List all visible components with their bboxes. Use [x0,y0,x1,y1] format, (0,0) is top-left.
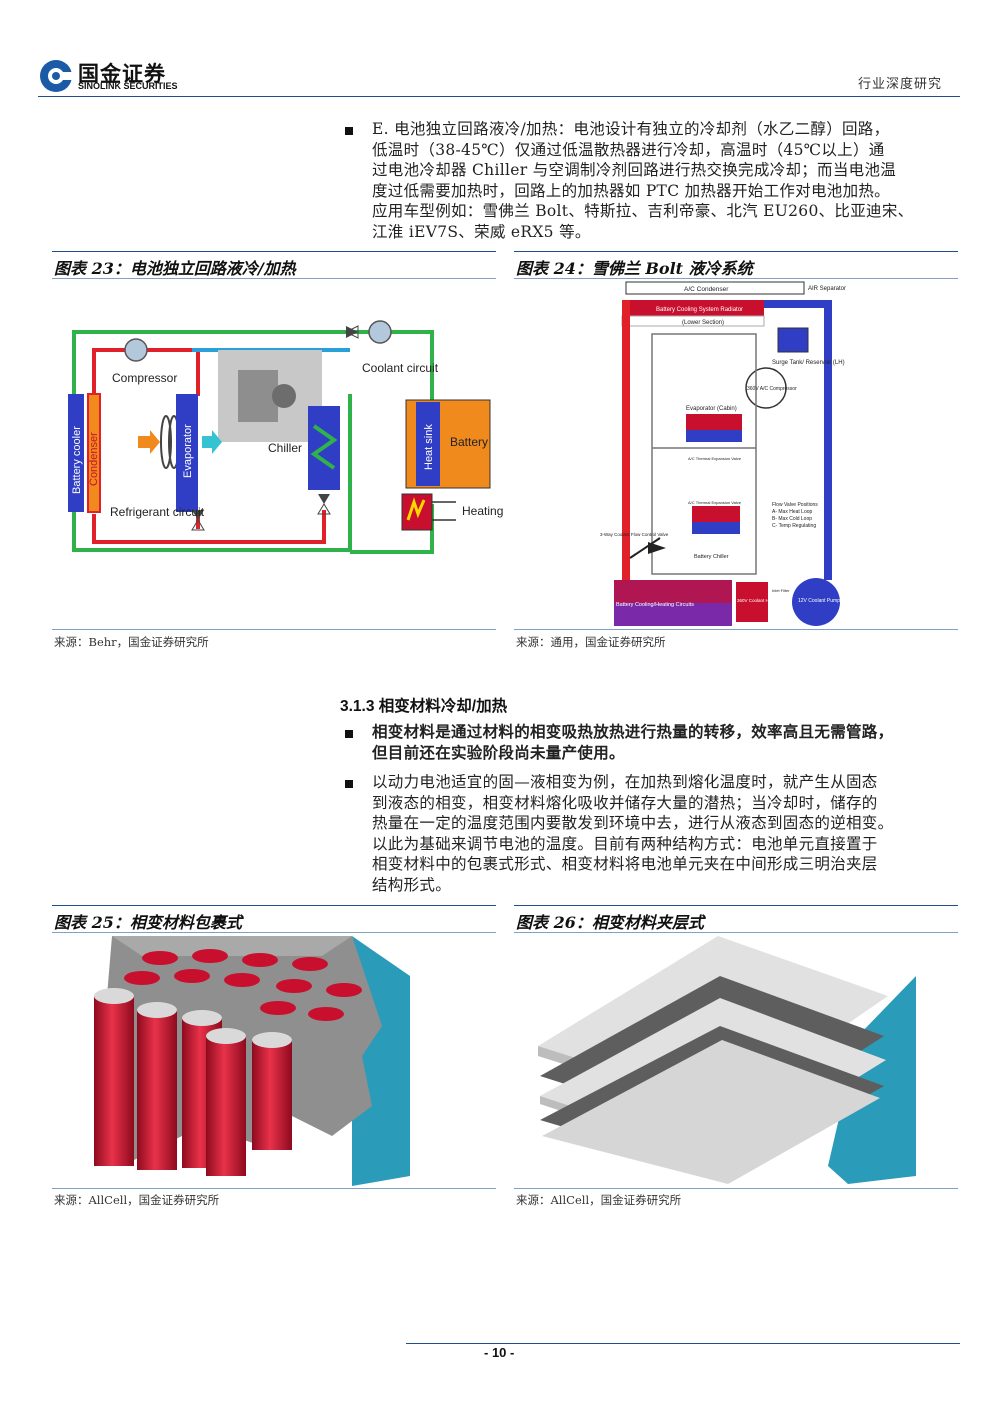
fig23-title-rule [52,278,496,279]
text-line: 以动力电池适宜的固—液相变为例，在加热到熔化温度时，就产生从固态 [372,773,878,791]
fig23-diagram: Compressor Coolant circuit Battery coole… [68,320,503,554]
fig24-title: 图表 24：雪佛兰 Bolt 液冷系统 [516,259,753,278]
header: 国金证券 SINOLINK SECURITIES 行业深度研究 [0,0,1000,100]
fig26-image [538,936,916,1184]
fig23-title: 图表 23：电池独立回路液冷/加热 [54,259,296,278]
fig23-label-chiller: Chiller [268,441,302,455]
fig26-source: 来源：AllCell，国金证券研究所 [516,1193,682,1207]
fig23-label-evaporator: Evaporator [182,424,194,478]
fig24-label-three-way: 3-Way Coolant Flow Control Valve [600,532,669,537]
layer-stack [538,936,888,1184]
fig23-source: 来源：Behr，国金证券研究所 [54,635,209,649]
fig24-label-coolant-heater: 360V Coolant Heater [737,598,780,603]
fig25-bottom-rule [52,1188,496,1189]
fig26-title-rule [514,932,958,933]
fig24-label-flow-b: B- Max Cold Loop [772,516,812,522]
fig24-label-lower-section: (Lower Section) [682,320,724,326]
report-type: 行业深度研究 [858,77,943,92]
fig24-label-circuits: Battery Cooling/Heating Circuits [616,602,694,608]
fig25-title: 图表 25：相变材料包裹式 [54,913,242,932]
fig23-label-battery-cooler: Battery cooler [71,426,83,494]
fig25-source: 来源：AllCell，国金证券研究所 [54,1193,220,1207]
fig24-title-rule [514,278,958,279]
fig26-top-rule [514,905,958,906]
fig26-bottom-rule [514,1188,958,1189]
fig24-label-flow-valve: Flow Valve Positions [772,502,818,508]
fig23-label-coolant-circuit: Coolant circuit [362,361,439,375]
section-heading: 3.1.3 相变材料冷却/加热 [340,698,508,715]
fig24-label-exp-valve-1: A/C Thermal Expansion Valve [688,456,742,461]
fig25-top-rule [52,905,496,906]
text-line: 到液态的相变，相变材料熔化吸收并储存大量的潜热；当冷却时，储存的 [372,793,878,812]
text-line: 以此为基础来调节电池的温度。目前有两种结构方式：电池单元直接置于 [372,834,878,853]
cell-cylinders [94,988,292,1176]
fig24-label-flow-c: C- Temp Regulating [772,523,816,529]
bullet-bold [345,730,353,738]
fig24-top-rule [514,251,958,252]
bullet-pcm [345,780,353,788]
fig24-source: 来源：通用，国金证券研究所 [516,635,666,649]
text-line: 相变材料是通过材料的相变吸热放热进行热量的转移，效率高且无需管路， [372,722,894,741]
fig25-image [94,936,410,1186]
text-line: E. 电池独立回路液冷/加热：电池设计有独立的冷却剂（水乙二醇）回路， [372,120,890,138]
bold-bullet-text: 相变材料是通过材料的相变吸热放热进行热量的转移，效率高且无需管路， 但目前还在实… [372,722,962,763]
pcm-text: 以动力电池适宜的固—液相变为例，在加热到熔化温度时，就产生从固态 到液态的相变，… [372,772,962,895]
header-rule [38,96,960,97]
fig23-label-refrigerant-circuit: Refrigerant circuit [110,505,205,519]
fig23-bottom-rule [52,629,496,630]
text-line: 应用车型例如：雪佛兰 Bolt、特斯拉、吉利帝豪、北汽 EU260、比亚迪宋、 [372,202,914,220]
fig24-label-battery-chiller: Battery Chiller [694,554,729,560]
page-number: - 10 - [484,1345,515,1360]
logo-icon [40,60,72,92]
text-line: 度过低需要加热时，回路上的加热器如 PTC 加热器开始工作对电池加热。 [372,181,890,200]
fig23-label-compressor: Compressor [112,371,177,385]
text-line: 相变材料中的包裹式形式、相变材料将电池单元夹在中间形成三明治夹层 [372,855,878,873]
logo-text-cn: 国金证券 [78,63,166,86]
fig26-title: 图表 26：相变材料夹层式 [516,913,704,932]
fig24-label-air-separator: AIR Separator [808,286,846,292]
text-line: 江淮 iEV7S、荣威 eRX5 等。 [372,222,591,241]
fig23-label-heating: Heating [462,504,503,518]
fig24-diagram: A/C Condenser AIR Separator Battery Cool… [600,281,846,626]
fig24-label-flow-a: A- Max Heat Loop [772,509,813,515]
fig23-label-heat-sink: Heat sink [423,424,435,470]
text-line: 低温时（38-45℃）仅通过低温散热器进行冷却，高温时（45℃以上）通 [372,140,885,159]
fig24-label-pump: 12V Coolant Pump [798,598,840,604]
logo-text-en: SINOLINK SECURITIES [78,81,178,91]
fig24-label-compressor: 360V A/C Compressor [747,386,797,392]
footer-rule [406,1343,960,1344]
fig24-label-radiator: Battery Cooling System Radiator [656,307,743,313]
fig24-bottom-rule [514,629,958,630]
bullet-e [345,127,353,135]
fig23-label-battery: Battery [450,435,488,449]
text-line: 但目前还在实验阶段尚未量产使用。 [372,742,625,762]
fig24-label-evaporator: Evaporator (Cabin) [686,406,737,412]
text-line: 结构形式。 [372,875,452,894]
fig24-label-ac-condenser: A/C Condenser [684,286,729,293]
section-e-text: E. 电池独立回路液冷/加热：电池设计有独立的冷却剂（水乙二醇）回路， 低温时（… [372,119,962,242]
fig24-label-inlet-filter: Inlet Filter [772,588,790,593]
fig23-top-rule [52,251,496,252]
fig24-label-exp-valve-2: A/C Thermal Expansion Valve [688,500,742,505]
text-line: 热量在一定的温度范围内要散发到环境中去，进行从液态到固态的逆相变。 [372,814,894,832]
fig24-label-surge-tank: Surge Tank/ Reservoir (LH) [772,360,845,366]
text-line: 过电池冷却器 Chiller 与空调制冷剂回路进行热交换完成冷却；而当电池温 [372,161,897,179]
fig25-title-rule [52,932,496,933]
fig23-label-condenser: Condenser [88,432,100,486]
